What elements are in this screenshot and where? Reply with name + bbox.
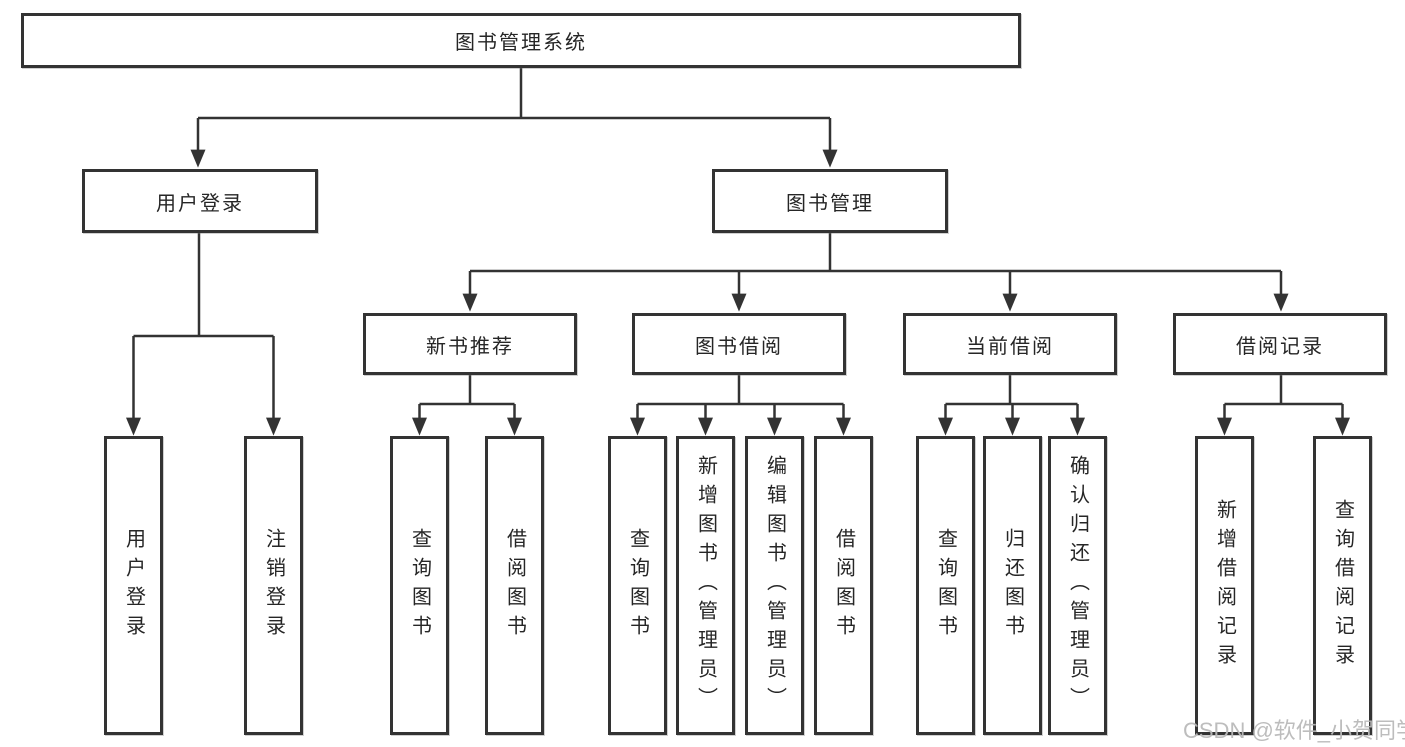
leaf-query-books-current: 查询图书 <box>916 436 975 735</box>
node-label: 图书管理系统 <box>455 32 587 54</box>
connector-borrow-records-to-leaves <box>1217 375 1350 436</box>
node-label: 查询借阅记录 <box>1331 498 1354 673</box>
node-label: 图书借阅 <box>695 335 783 358</box>
node-label: 注销登录 <box>262 527 285 644</box>
node-label: 新增图书（管理员） <box>694 455 717 716</box>
leaf-borrow-books-borrowing: 借阅图书 <box>814 436 873 735</box>
node-user-login: 用户登录 <box>82 169 318 233</box>
leaf-borrow-books-newrec: 借阅图书 <box>485 436 544 735</box>
leaf-return-book: 归还图书 <box>983 436 1042 735</box>
connector-book-management-to-level3 <box>462 233 1289 312</box>
node-label: 借阅记录 <box>1236 335 1324 358</box>
node-label: 查询图书 <box>934 527 957 644</box>
node-book-management: 图书管理 <box>712 169 948 233</box>
node-label: 确认归还（管理员） <box>1066 455 1089 716</box>
node-label: 借阅图书 <box>503 527 526 644</box>
node-new-book-recommend: 新书推荐 <box>363 313 577 375</box>
node-label: 用户登录 <box>156 192 244 215</box>
node-label: 图书管理 <box>786 192 874 215</box>
node-label: 新书推荐 <box>426 335 514 358</box>
leaf-query-books-borrowing: 查询图书 <box>608 436 667 735</box>
connector-book-borrowing-to-leaves <box>630 375 851 436</box>
node-borrow-records: 借阅记录 <box>1173 313 1387 375</box>
node-label: 归还图书 <box>1001 527 1024 644</box>
leaf-user-login: 用户登录 <box>104 436 163 735</box>
leaf-logout: 注销登录 <box>244 436 303 735</box>
node-book-borrowing: 图书借阅 <box>632 313 846 375</box>
leaf-confirm-return-admin: 确认归还（管理员） <box>1048 436 1107 735</box>
leaf-query-borrow-record: 查询借阅记录 <box>1313 436 1372 735</box>
node-label: 当前借阅 <box>966 335 1054 358</box>
leaf-edit-book-admin: 编辑图书（管理员） <box>745 436 804 735</box>
leaf-add-borrow-record: 新增借阅记录 <box>1195 436 1254 735</box>
connector-new-book-recommend-to-leaves <box>412 375 522 436</box>
leaf-query-books-newrec: 查询图书 <box>390 436 449 735</box>
node-label: 借阅图书 <box>832 527 855 644</box>
node-root: 图书管理系统 <box>21 13 1021 68</box>
watermark: CSDN @软件_小贺同学 <box>1183 718 1405 743</box>
node-label: 编辑图书（管理员） <box>763 455 786 716</box>
leaf-add-book-admin: 新增图书（管理员） <box>676 436 735 735</box>
node-label: 查询图书 <box>408 527 431 644</box>
connector-root-to-level2 <box>190 68 838 168</box>
connector-current-borrowing-to-leaves <box>938 375 1085 436</box>
node-current-borrowing: 当前借阅 <box>903 313 1117 375</box>
node-label: 新增借阅记录 <box>1213 498 1236 673</box>
connector-user-login-to-leaves <box>126 233 281 436</box>
node-label: 查询图书 <box>626 527 649 644</box>
node-label: 用户登录 <box>122 527 145 644</box>
